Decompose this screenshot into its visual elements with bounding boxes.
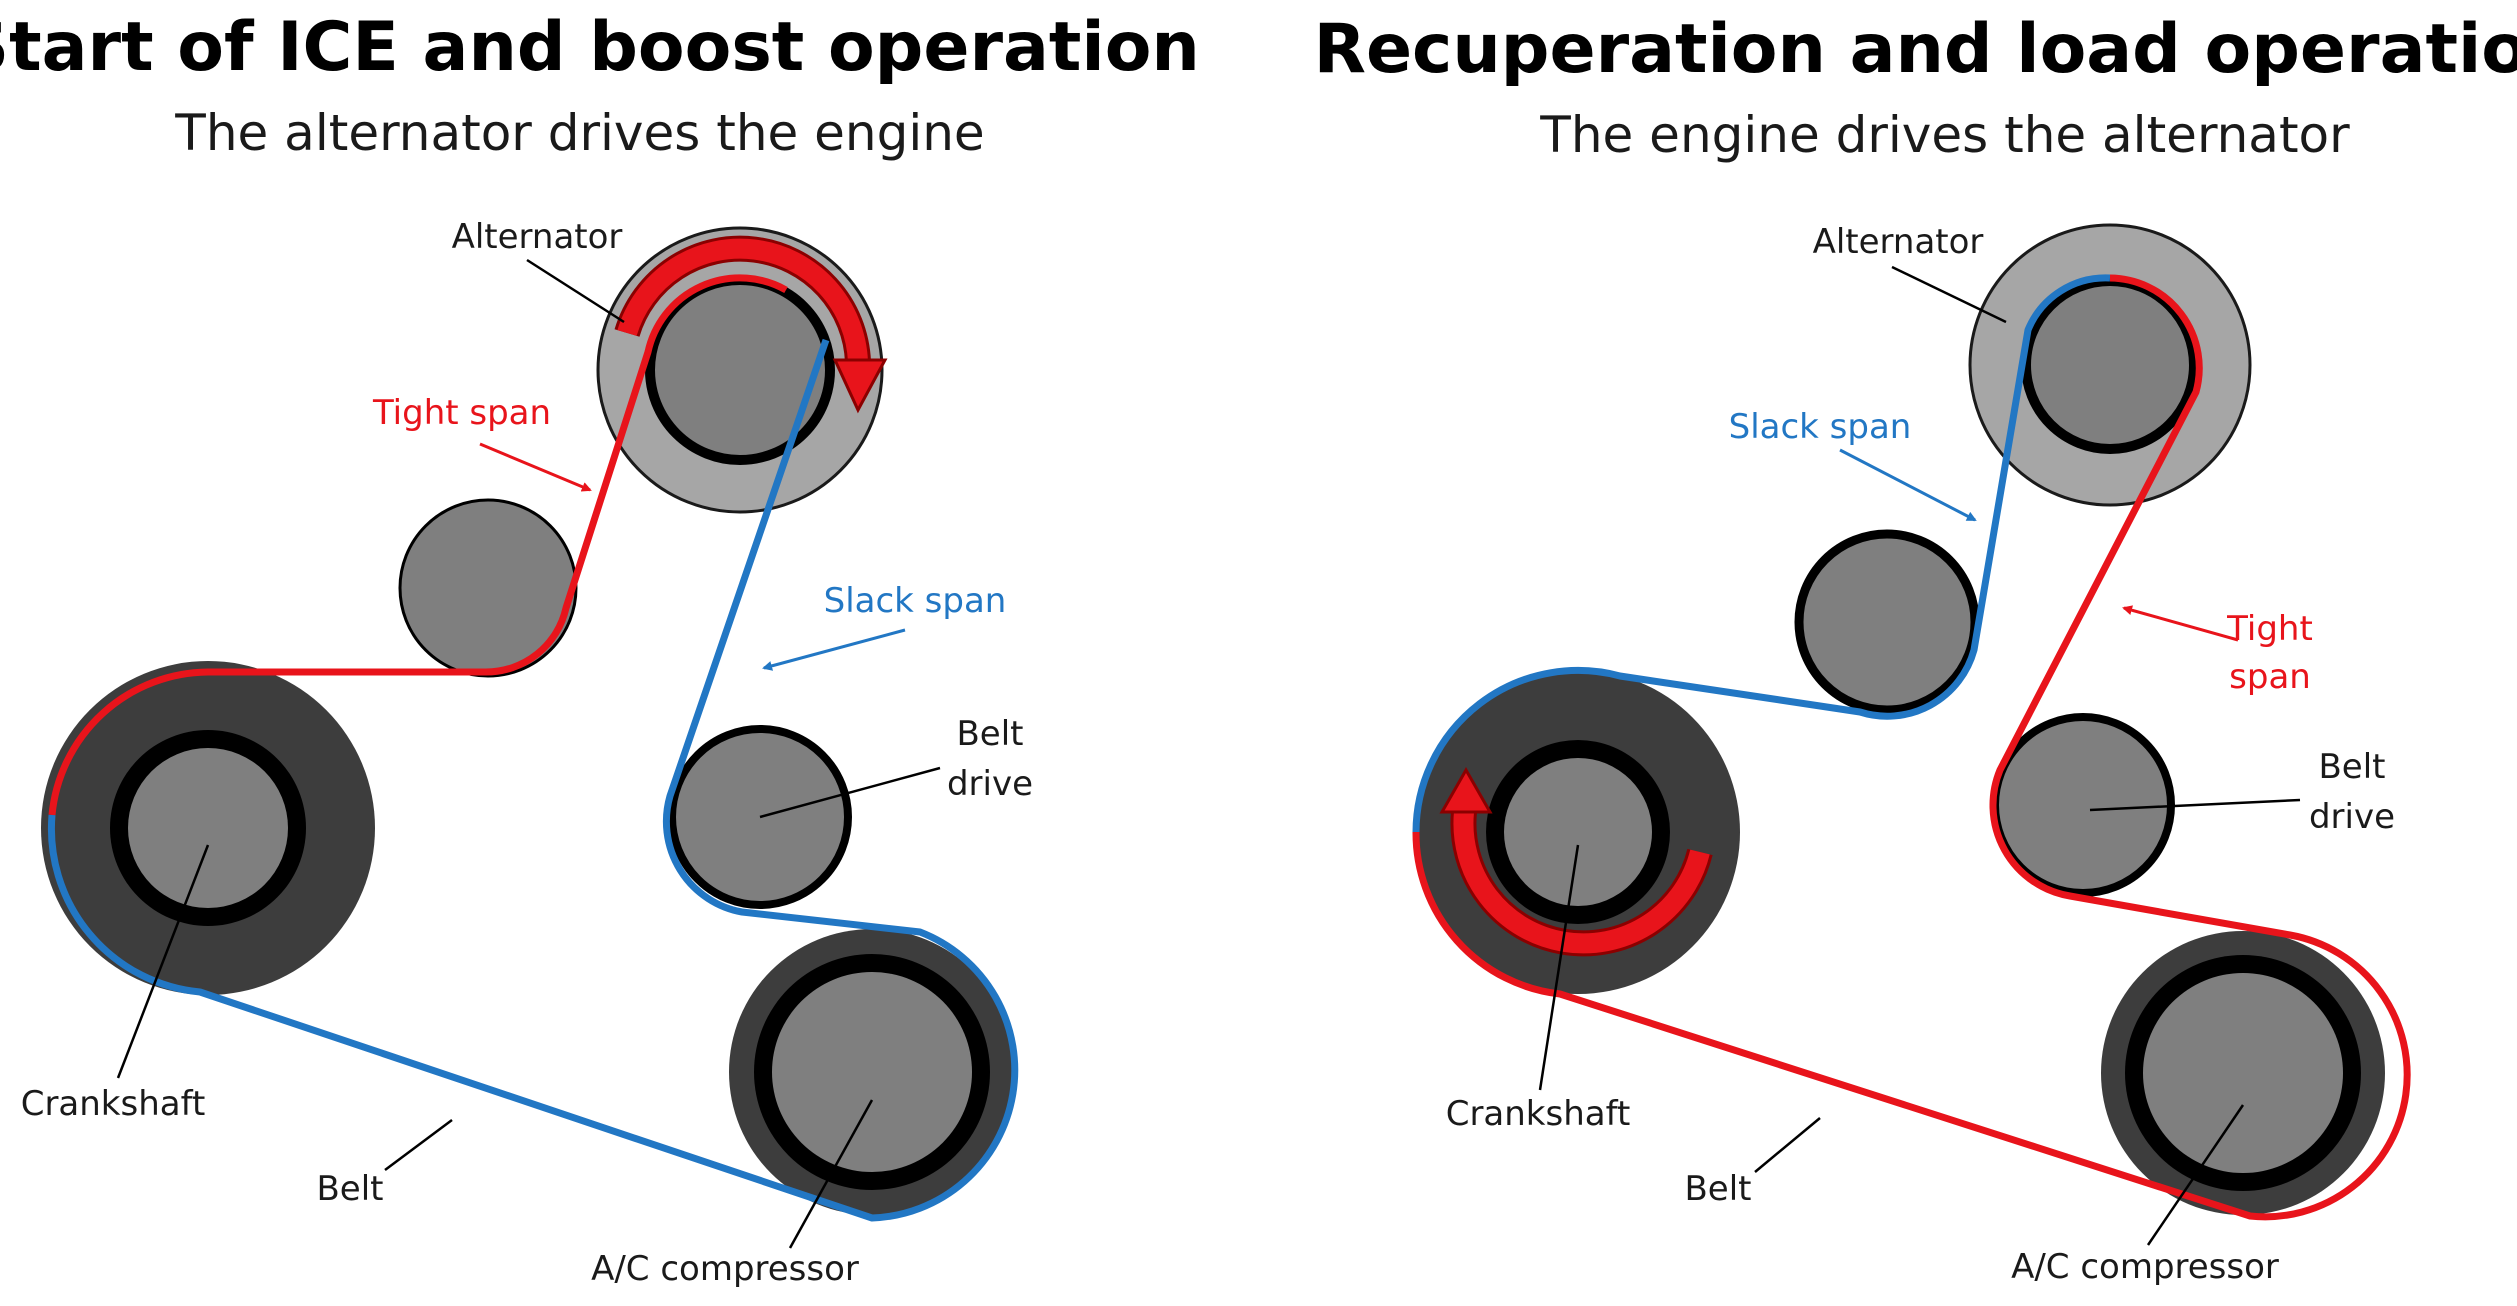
right-belt-slack-span bbox=[1412, 274, 2111, 833]
right-label-belt-drive-1: Belt bbox=[2318, 747, 2385, 787]
left-leader-crankshaft bbox=[116, 844, 210, 1079]
right-idler-pulley bbox=[1794, 529, 1980, 715]
left-label-slack-span: Slack span bbox=[824, 581, 1007, 621]
left-leader-ac-compressor bbox=[788, 1099, 874, 1249]
right-leader-belt bbox=[1754, 1117, 1821, 1173]
right-leader-alternator bbox=[1891, 265, 2007, 324]
right-label-alternator: Alternator bbox=[1813, 222, 1984, 262]
right-label-crankshaft: Crankshaft bbox=[1446, 1094, 1631, 1134]
left-label-belt: Belt bbox=[316, 1169, 383, 1209]
right-label-tight-span-2: span bbox=[2229, 657, 2311, 697]
right-arrow-tight-span bbox=[2122, 605, 2239, 642]
left-belt-tight-span bbox=[48, 274, 788, 816]
right-leader-ac-compressor bbox=[2146, 1104, 2245, 1246]
left-arrow-tight-span bbox=[479, 442, 592, 492]
left-label-ac-compressor: A/C compressor bbox=[591, 1249, 859, 1289]
left-idler-pulley bbox=[398, 498, 578, 678]
left-title: Start of ICE and boost operation bbox=[0, 8, 1200, 87]
left-label-belt-drive-2: drive bbox=[947, 764, 1033, 804]
left-label-alternator: Alternator bbox=[452, 217, 623, 257]
right-leader-crankshaft bbox=[1538, 844, 1580, 1091]
right-label-ac-compressor: A/C compressor bbox=[2011, 1247, 2279, 1287]
left-belt-slack-span bbox=[47, 338, 1019, 1222]
clockwise-arrow-icon bbox=[614, 235, 888, 414]
left-label-tight-span: Tight span bbox=[372, 393, 551, 433]
right-belt-drive-pulley bbox=[1991, 713, 2175, 897]
right-label-slack-span: Slack span bbox=[1729, 407, 1912, 447]
left-leader-belt-drive bbox=[759, 766, 941, 819]
left-subtitle: The alternator drives the engine bbox=[174, 104, 984, 162]
left-alternator-pulley bbox=[596, 226, 884, 514]
right-label-belt: Belt bbox=[1684, 1169, 1751, 1209]
right-ac-compressor-pulley bbox=[2101, 931, 2385, 1215]
left-arrow-slack-span bbox=[762, 628, 906, 671]
left-label-belt-drive-1: Belt bbox=[956, 714, 1023, 754]
right-label-belt-drive-2: drive bbox=[2309, 797, 2395, 837]
left-leader-belt bbox=[384, 1118, 453, 1172]
right-belt-tight-span bbox=[1412, 274, 2411, 1221]
right-alternator-pulley bbox=[1968, 223, 2252, 507]
right-title: Recuperation and load operation bbox=[1314, 10, 2517, 89]
right-label-tight-span-1: Tight bbox=[2226, 609, 2313, 649]
right-leader-belt-drive bbox=[2089, 798, 2301, 812]
left-crankshaft-pulley bbox=[41, 661, 375, 995]
left-label-crankshaft: Crankshaft bbox=[21, 1084, 206, 1124]
right-subtitle: The engine drives the alternator bbox=[1539, 106, 2350, 164]
left-panel: Start of ICE and boost operation The alt… bbox=[0, 8, 1200, 1289]
right-arrow-slack-span bbox=[1839, 448, 1977, 522]
left-ac-compressor-pulley bbox=[729, 929, 1015, 1215]
right-panel: Recuperation and load operation The engi… bbox=[1314, 10, 2517, 1287]
left-leader-alternator bbox=[526, 258, 625, 324]
